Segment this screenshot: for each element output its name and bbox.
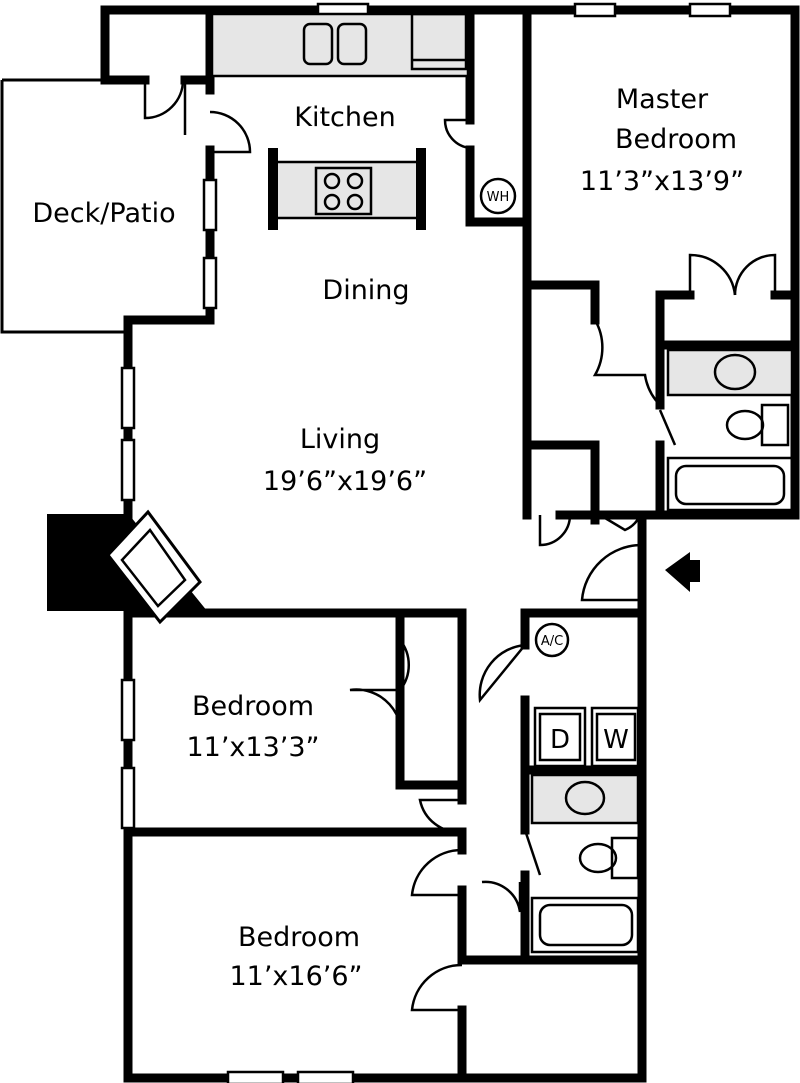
ac-unit-icon [534,622,570,658]
master-bath-fixtures [666,348,794,512]
laundry-fixtures: A/C D W [533,622,640,768]
toilet-icon [578,842,618,874]
hall-bath-fixtures [530,773,640,954]
master-closet-door[interactable] [592,319,661,406]
svg-text:D: D [550,725,570,755]
room-labels: Kitchen Deck/Patio Dining Living 19’6”x1… [32,84,744,992]
master-bath-door[interactable] [658,409,677,446]
svg-text:W: W [603,725,629,755]
entry-arrow-icon [665,552,700,592]
burner-icon [323,172,341,190]
doors [143,79,777,1012]
washer-icon [595,712,637,762]
hall-closet-door[interactable] [538,514,572,547]
svg-text:A/C: A/C [541,634,563,649]
kitchen-fixtures [210,12,470,230]
sink-icon [564,780,606,816]
master-size: 11’3”x13’9” [580,166,744,197]
master-label-line2: Bedroom [615,124,737,155]
bedroom1-closet-door[interactable] [349,639,410,746]
sink-basin-left [302,22,334,66]
sink-icon [713,353,757,391]
linen-door[interactable] [599,513,642,532]
bathtub-icon [538,903,634,947]
burner-icon [346,193,364,211]
deck-outline [0,78,130,334]
burner-icon [346,172,364,190]
toilet-tank [610,836,640,880]
water-heater-icon: WH [479,177,517,215]
bedroom2-label: Bedroom [238,922,360,953]
svg-text:WH: WH [487,190,510,205]
wh-closet-door[interactable] [443,118,471,150]
living-size: 19’6”x19’6” [263,466,427,497]
toilet-icon [725,409,765,441]
fireplace-icon [106,509,202,625]
sink-basin-right [336,22,368,66]
master-label-line1: Master [616,84,709,115]
bedroom1-label: Bedroom [192,691,314,722]
pantry-door[interactable] [143,79,185,120]
hall-door[interactable] [481,880,522,913]
deck-door[interactable] [209,110,252,154]
bedroom2-closet-door[interactable] [410,963,463,1012]
bedroom1-size: 11’x13’3” [186,732,319,763]
living-label: Living [300,424,380,455]
kitchen-label: Kitchen [294,102,395,133]
burner-icon [323,193,341,211]
bedroom2-size: 11’x16’6” [229,961,362,992]
bedroom1-door[interactable] [418,798,463,834]
dining-label: Dining [322,275,409,306]
dryer-icon [538,712,582,762]
bathtub-icon [674,464,786,506]
refrigerator [410,12,468,71]
deck-label: Deck/Patio [32,198,175,229]
master-closet-door-left[interactable] [688,253,737,296]
toilet-tank [760,403,790,447]
master-closet-door-right[interactable] [733,253,777,296]
bedroom2-door[interactable] [410,848,463,897]
laundry-door[interactable] [478,643,526,704]
entry-door[interactable] [580,543,643,602]
hall-bath-door[interactable] [523,829,542,876]
